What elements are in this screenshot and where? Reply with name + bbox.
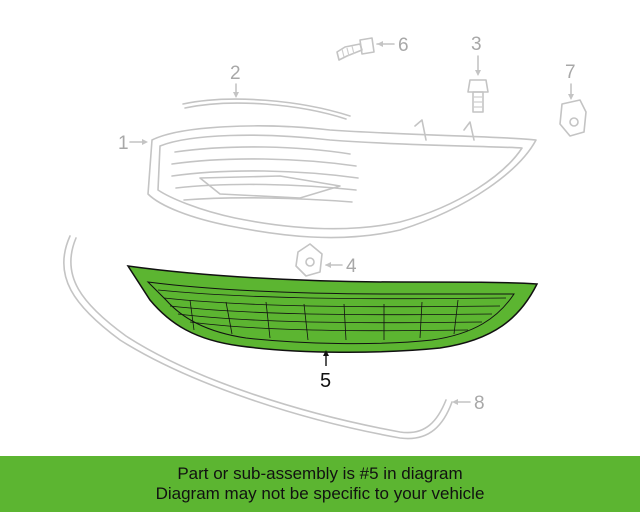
part-5-lower-grille[interactable] xyxy=(126,265,539,354)
banner-line-1: Part or sub-assembly is #5 in diagram xyxy=(177,464,463,483)
callout-6-label: 6 xyxy=(398,35,409,56)
part-7-bracket[interactable] xyxy=(559,99,587,137)
parts-diagram: 6 3 7 2 1 xyxy=(62,34,587,440)
callout-8: 8 xyxy=(452,393,485,414)
part-6-bolt[interactable] xyxy=(336,37,375,61)
part-3-screw[interactable] xyxy=(467,79,489,113)
callout-2-label: 2 xyxy=(230,63,241,84)
callout-4: 4 xyxy=(325,256,357,277)
callout-2: 2 xyxy=(230,63,241,98)
callout-6: 6 xyxy=(376,35,409,56)
callout-3-label: 3 xyxy=(471,34,482,55)
callout-5: 5 xyxy=(320,350,331,392)
callout-8-label: 8 xyxy=(474,393,485,414)
info-banner: Part or sub-assembly is #5 in diagram Di… xyxy=(0,456,640,512)
part-8-molding[interactable] xyxy=(62,235,453,440)
banner-line-2: Diagram may not be specific to your vehi… xyxy=(155,484,485,503)
part-2-seal[interactable] xyxy=(182,98,351,120)
callout-1-label: 1 xyxy=(118,133,129,154)
callout-7: 7 xyxy=(565,62,576,100)
callout-3: 3 xyxy=(471,34,482,76)
callout-1: 1 xyxy=(118,133,148,154)
callout-4-label: 4 xyxy=(346,256,357,277)
callout-7-label: 7 xyxy=(565,62,576,83)
part-4-clip[interactable] xyxy=(295,243,323,277)
callout-5-label: 5 xyxy=(320,370,331,392)
part-1-upper-grille[interactable] xyxy=(147,119,537,239)
